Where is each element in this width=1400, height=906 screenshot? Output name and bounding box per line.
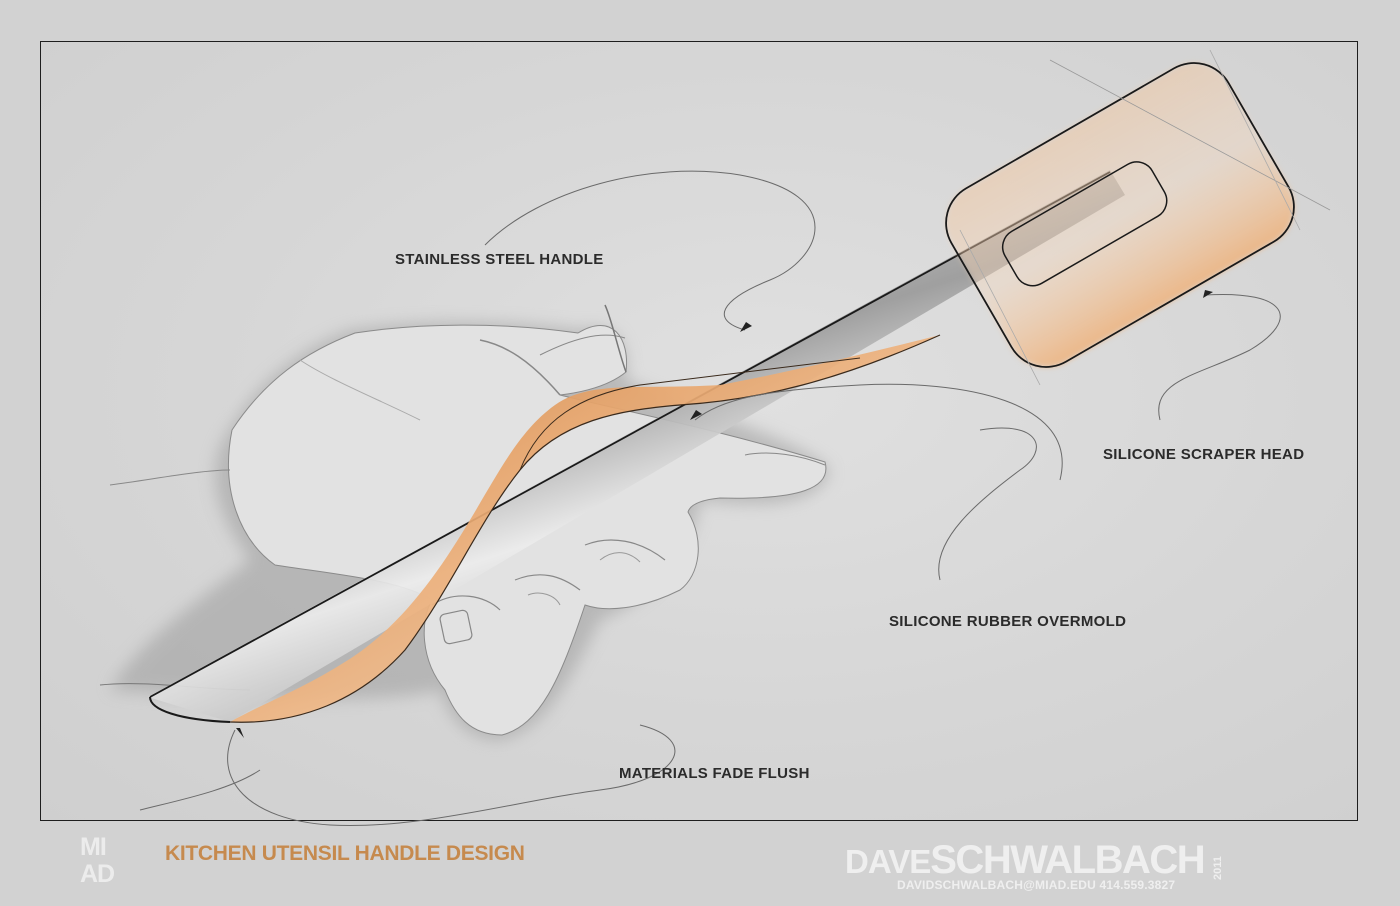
contact-info: DAVIDSCHWALBACH@MIAD.EDU 414.559.3827: [897, 878, 1176, 892]
callout-silicone-rubber-overmold: SILICONE RUBBER OVERMOLD: [889, 613, 1127, 630]
callout-materials-fade-flush: MATERIALS FADE FLUSH: [619, 765, 810, 782]
author-name: DAVESCHWALBACH: [845, 838, 1206, 883]
leader-lines: [139, 170, 1281, 827]
arrowhead-icon: [236, 290, 1213, 738]
silicone-scraper-head: [945, 49, 1331, 386]
page-title: KITCHEN UTENSIL HANDLE DESIGN: [165, 842, 525, 865]
author-last-name: SCHWALBACH: [930, 838, 1205, 882]
miad-logo: MI AD: [80, 834, 138, 890]
callout-stainless-steel-handle: STAINLESS STEEL HANDLE: [395, 251, 604, 268]
logo-bottom: AD: [80, 860, 115, 888]
author-first-name: DAVE: [845, 843, 931, 880]
year-label: 2011: [1212, 856, 1224, 880]
logo-top: MI: [80, 833, 107, 861]
stainless-steel-handle: [148, 170, 1125, 723]
callout-silicone-scraper-head: SILICONE SCRAPER HEAD: [1103, 446, 1305, 463]
silicone-overmold: [229, 334, 941, 723]
